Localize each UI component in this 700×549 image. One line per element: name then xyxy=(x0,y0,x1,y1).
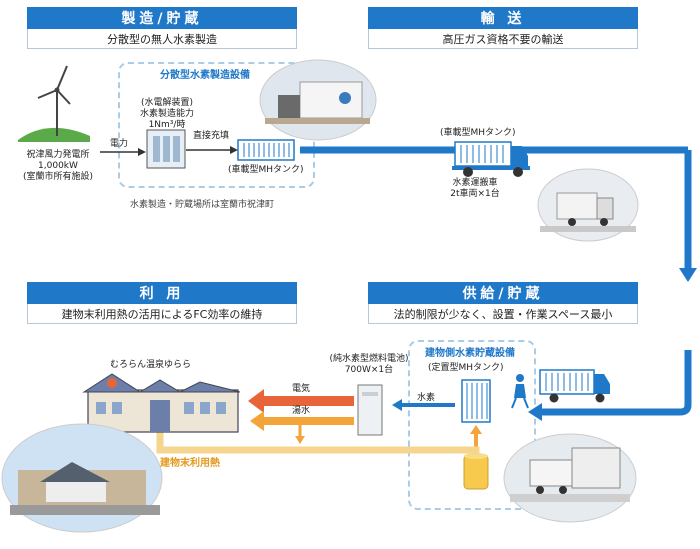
building-name: むろらん温泉ゆらら xyxy=(110,360,192,370)
production-note: 水素製造・貯蔵場所は室蘭市祝津町 xyxy=(130,200,275,210)
waste-heat-label: 建物末利用熱 xyxy=(160,458,220,469)
header-transport: 輸 送 xyxy=(368,7,638,29)
heat-tank-icon xyxy=(463,453,489,490)
stationary-tank-label: (定置型MHタンク) xyxy=(428,363,504,373)
wind-farm-label-1: 祝津風力発電所 xyxy=(26,150,90,160)
direct-fill-label: 直接充填 xyxy=(193,131,230,141)
wind-farm-label-2: 1,000kW xyxy=(38,161,78,171)
supply-equipment-photo xyxy=(503,433,637,523)
subheader-production: 分散型の無人水素製造 xyxy=(27,29,297,49)
truck-tank-label: (車載型MHタンク) xyxy=(440,128,516,138)
truck-caption-1: 水素運搬車 xyxy=(452,178,498,188)
wind-farm-label-3: (室蘭市所有施設) xyxy=(22,172,94,182)
supply-facility-label: 建物側水素貯蔵設備 xyxy=(425,348,515,359)
fuel-cell-icon xyxy=(357,384,383,436)
subheader-transport: 高圧ガス資格不要の輸送 xyxy=(368,29,638,49)
hot-water-label: 湯水 xyxy=(292,406,311,416)
building-photo xyxy=(1,423,163,533)
production-facility-label: 分散型水素製造設備 xyxy=(160,70,250,81)
truck-caption-2: 2t車両×1台 xyxy=(450,189,500,199)
electrolyzer-label-2: 水素製造能力 xyxy=(139,109,194,119)
electrolyzer-label-1: (水電解装置) xyxy=(140,98,194,108)
electricity-arrow xyxy=(248,389,354,413)
header-production: 製造/貯蔵 xyxy=(27,7,297,29)
supply-facility-area xyxy=(408,340,536,510)
header-supply: 供給/貯蔵 xyxy=(368,282,638,304)
vehicle-tank-label: (車載型MHタンク) xyxy=(228,165,304,175)
worker-icon xyxy=(511,374,529,409)
header-usage: 利 用 xyxy=(27,282,297,304)
power-label: 電力 xyxy=(110,139,129,149)
stationary-mh-tank-icon xyxy=(461,379,491,423)
wind-turbine-icon xyxy=(18,65,90,142)
vehicle-mh-tank-icon xyxy=(237,139,295,161)
hydrogen-truck-icon xyxy=(452,141,530,177)
fuel-cell-label-1: (純水素型燃料電池) xyxy=(329,354,409,364)
fuel-cell-label-2: 700W×1台 xyxy=(344,365,394,375)
waste-heat-line xyxy=(156,428,480,455)
production-equipment-photo xyxy=(259,59,377,141)
electrolyzer-icon xyxy=(146,129,186,169)
delivery-truck-icon xyxy=(539,369,610,403)
hydrogen-label: 水素 xyxy=(417,393,436,403)
electrolyzer-label-3: 1Nm³/時 xyxy=(148,120,186,130)
subheader-usage: 建物末利用熱の活用によるFC効率の維持 xyxy=(27,304,297,324)
hot-water-arrow xyxy=(250,411,354,444)
electricity-label: 電気 xyxy=(292,384,311,394)
building-icon xyxy=(82,373,241,433)
subheader-supply: 法的制限が少なく、設置・作業スペース最小 xyxy=(368,304,638,324)
truck-photo xyxy=(537,168,639,242)
